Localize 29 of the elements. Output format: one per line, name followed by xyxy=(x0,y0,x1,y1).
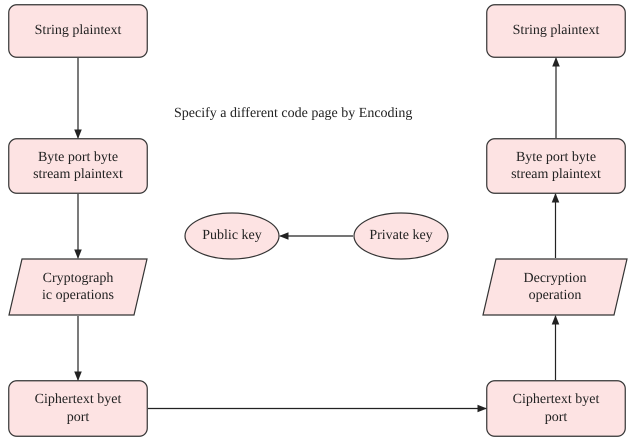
node-text: Byte port byte stream plaintext xyxy=(510,148,602,184)
node-text: String plaintext xyxy=(34,22,122,40)
process-box xyxy=(486,380,626,437)
arrow xyxy=(279,232,353,240)
note-text: Specify a different code page by Encoding xyxy=(174,106,412,122)
arrow xyxy=(552,57,560,138)
arrow xyxy=(74,58,82,139)
process-box xyxy=(8,380,148,437)
process-box xyxy=(486,138,626,194)
process-box xyxy=(8,138,148,194)
process-box xyxy=(486,4,626,58)
node-text: Public key xyxy=(202,227,262,245)
node-text: Cryptograph ic operations xyxy=(41,270,115,304)
key-ellipse xyxy=(353,212,449,260)
node-text: Ciphertext byet port xyxy=(512,391,600,426)
process-box xyxy=(8,4,148,58)
node-text: Private key xyxy=(369,227,433,245)
key-ellipse xyxy=(184,212,280,260)
arrow xyxy=(552,315,560,380)
arrow xyxy=(74,194,82,259)
node-text: Decryption operation xyxy=(522,270,588,304)
operation-parallelogram xyxy=(8,258,148,316)
arrow xyxy=(552,193,560,258)
node-text: Byte port byte stream plaintext xyxy=(32,148,124,184)
arrow xyxy=(74,316,82,381)
arrow xyxy=(148,404,487,412)
node-text: String plaintext xyxy=(512,22,600,40)
node-text: Ciphertext byet port xyxy=(34,391,122,426)
operation-parallelogram xyxy=(482,258,628,316)
